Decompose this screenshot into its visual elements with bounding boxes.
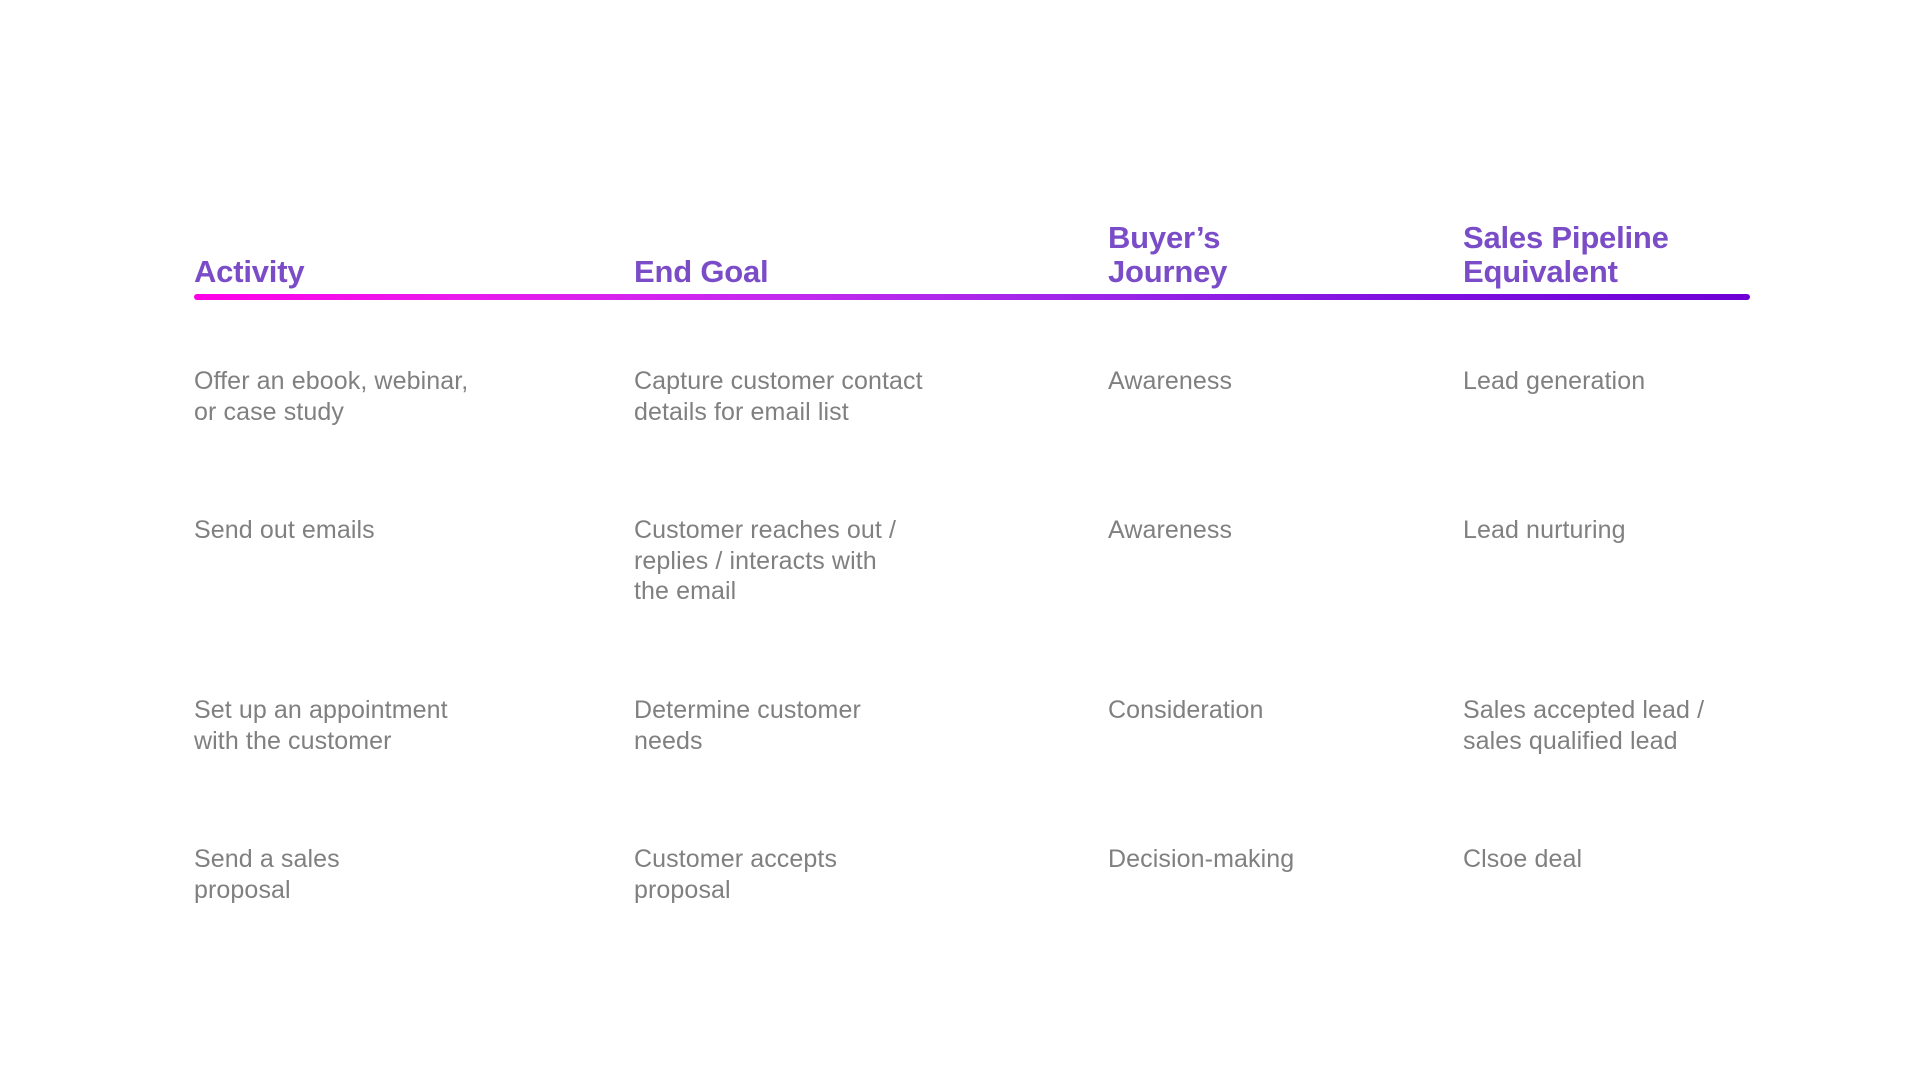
cell-text: Awareness (1108, 516, 1233, 544)
table-cell-end-goal: Customer accepts proposal (634, 844, 1108, 905)
table-cell-end-goal: Determine customer needs (634, 695, 1108, 756)
cell-text: Awareness (1108, 367, 1233, 395)
table-cell-buyers-journey: Awareness (1108, 366, 1463, 397)
cell-text: Send out emails (194, 516, 375, 544)
table-cell-activity: Offer an ebook, webinar, or case study (194, 366, 634, 427)
table-cell-sales-pipeline-equivalent: Clsoe deal (1463, 844, 1750, 875)
cell-text: Offer an ebook, webinar, or case study (194, 367, 469, 426)
table-header-cell-sales-pipeline-equivalent: Sales Pipeline Equivalent (1463, 219, 1750, 290)
column-header-label: Sales Pipeline Equivalent (1463, 219, 1669, 290)
table-cell-sales-pipeline-equivalent: Sales accepted lead / sales qualified le… (1463, 695, 1750, 756)
table-cell-sales-pipeline-equivalent: Lead generation (1463, 366, 1750, 397)
table-cell-activity: Send a sales proposal (194, 844, 634, 905)
table-header-cell-activity: Activity (194, 255, 634, 290)
header-gradient-divider (194, 294, 1750, 300)
table-cell-end-goal: Capture customer contact details for ema… (634, 366, 1108, 427)
cell-text: Consideration (1108, 696, 1264, 724)
table-row: Send a sales proposal Customer accepts p… (194, 844, 1750, 984)
cell-text: Decision-making (1108, 845, 1295, 873)
cell-text: Determine customer needs (634, 696, 861, 755)
table-row: Set up an appointment with the customer … (194, 695, 1750, 844)
cell-text: Lead generation (1463, 367, 1646, 395)
cell-text: Lead nurturing (1463, 516, 1626, 544)
table-cell-buyers-journey: Decision-making (1108, 844, 1463, 875)
cell-text: Capture customer contact details for ema… (634, 367, 923, 426)
cell-text: Customer reaches out / replies / interac… (634, 516, 897, 605)
cell-text: Clsoe deal (1463, 845, 1583, 873)
table-cell-buyers-journey: Consideration (1108, 695, 1463, 726)
cell-text: Customer accepts proposal (634, 845, 838, 904)
table-cell-activity: Set up an appointment with the customer (194, 695, 634, 756)
table-row: Send out emails Customer reaches out / r… (194, 515, 1750, 695)
table-header-row: Activity End Goal Buyer’s Journey Sales … (194, 140, 1750, 290)
table-cell-sales-pipeline-equivalent: Lead nurturing (1463, 515, 1750, 546)
table-header-cell-buyers-journey: Buyer’s Journey (1108, 219, 1463, 290)
column-header-label: Buyer’s Journey (1108, 219, 1228, 290)
cell-text: Set up an appointment with the customer (194, 696, 448, 755)
table-cell-activity: Send out emails (194, 515, 634, 546)
cell-text: Send a sales proposal (194, 845, 340, 904)
table-row: Offer an ebook, webinar, or case study C… (194, 366, 1750, 515)
column-header-label: End Goal (634, 254, 769, 290)
table-cell-buyers-journey: Awareness (1108, 515, 1463, 546)
table-cell-end-goal: Customer reaches out / replies / interac… (634, 515, 1108, 607)
table-header-cell-end-goal: End Goal (634, 255, 1108, 290)
table-body: Offer an ebook, webinar, or case study C… (194, 366, 1750, 984)
comparison-table: Activity End Goal Buyer’s Journey Sales … (194, 0, 1750, 1080)
cell-text: Sales accepted lead / sales qualified le… (1463, 696, 1705, 755)
column-header-label: Activity (194, 254, 305, 290)
